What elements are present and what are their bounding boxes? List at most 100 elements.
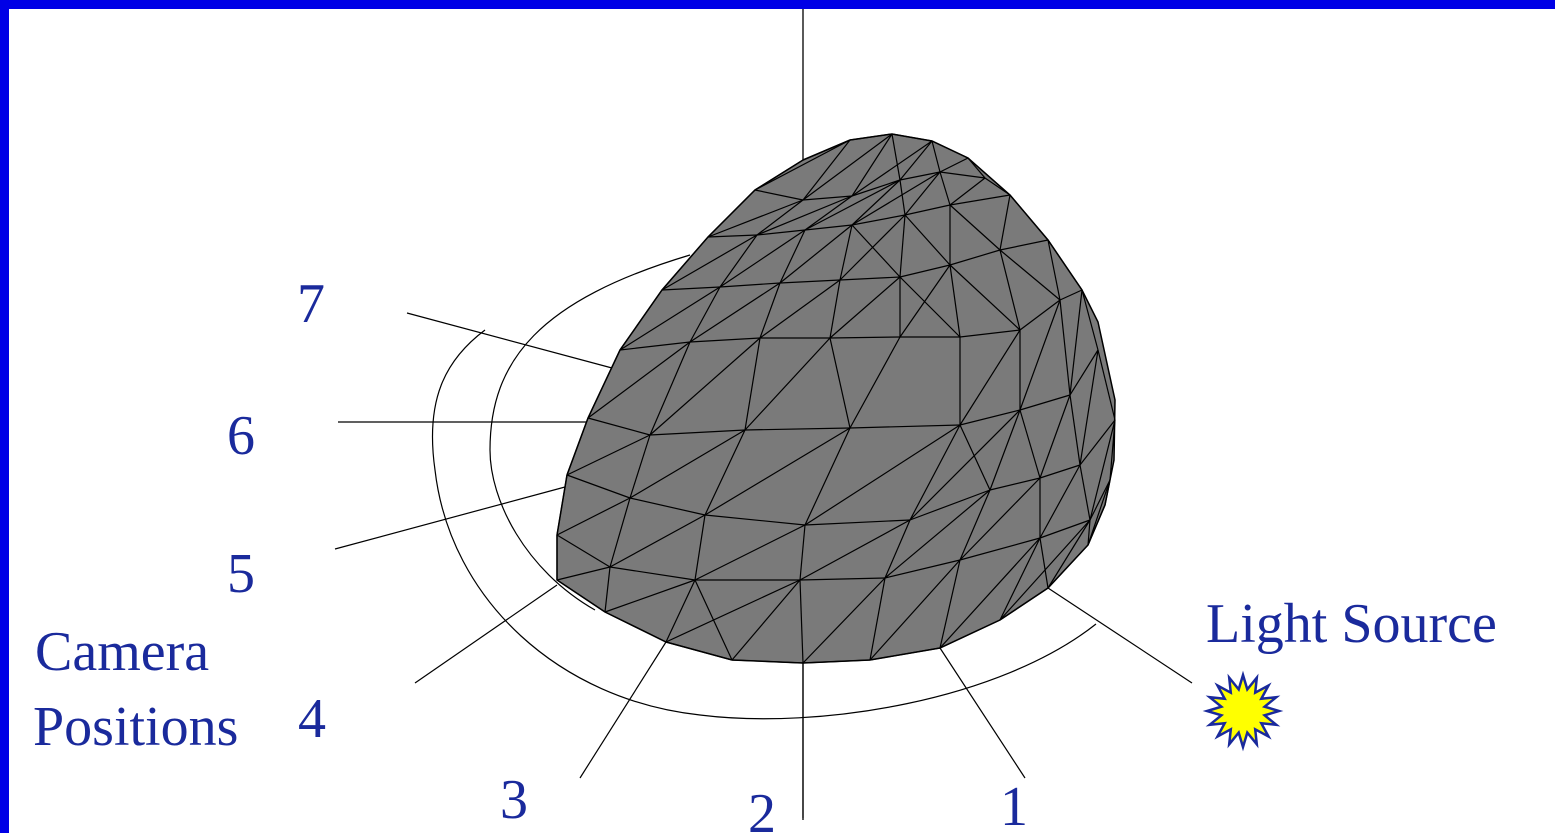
mesh-edge (967, 157, 986, 179)
mesh-edge (619, 289, 663, 351)
mesh-edge (851, 179, 901, 226)
mesh-edge (731, 659, 804, 664)
camera-ray-1 (939, 647, 1026, 779)
mesh-edge (587, 417, 651, 436)
mesh-edge (891, 133, 933, 142)
mesh-edge (799, 577, 886, 581)
mesh-edge (899, 140, 933, 181)
mesh-edge (999, 239, 1049, 251)
mesh-edge (1089, 479, 1111, 521)
mesh-edge (959, 329, 1021, 426)
mesh-edge (609, 514, 706, 568)
mesh-edge (851, 224, 901, 278)
mesh-edge (1047, 239, 1061, 301)
mesh-edge (829, 336, 901, 339)
mesh-edge (804, 224, 853, 231)
mesh-edge (909, 489, 991, 521)
mesh-edge (1097, 349, 1116, 421)
mesh-edge (802, 139, 851, 161)
mesh-edge (851, 140, 933, 197)
mesh-edge (899, 264, 951, 338)
mesh-edge (556, 566, 611, 581)
camera-position-label-4: 4 (298, 688, 326, 750)
mesh-edge (1039, 464, 1081, 539)
mesh-edge (829, 279, 841, 339)
mesh-edge (984, 177, 1011, 196)
mesh-edge (1081, 289, 1099, 351)
mesh-edge (804, 179, 901, 231)
mesh-edge (665, 579, 801, 643)
mesh-edge (989, 477, 1041, 491)
mesh-edge (799, 524, 806, 581)
mesh-edge (884, 519, 911, 579)
mesh-edge (802, 577, 886, 664)
mesh-edge (1109, 419, 1116, 481)
mesh-edge (949, 249, 1001, 266)
mesh-edge (949, 204, 1001, 251)
camera-ray-3 (579, 641, 667, 779)
mesh-edge (1059, 299, 1071, 396)
mesh-edge (1039, 537, 1049, 589)
mesh-edge (1069, 349, 1099, 396)
mesh-edge (1079, 419, 1116, 466)
mesh-edge (802, 195, 853, 201)
mesh-edge (1089, 419, 1116, 521)
mesh-edge (1019, 409, 1041, 479)
mesh-edge (1019, 299, 1061, 331)
mesh-edge (649, 341, 691, 436)
mesh-edge (891, 133, 901, 181)
mesh-edge (849, 133, 893, 141)
mesh-edge (904, 204, 951, 216)
mesh-edge (999, 249, 1021, 331)
mesh-edge (1039, 519, 1091, 539)
mesh-edge (1019, 299, 1061, 411)
mesh-edge (851, 179, 901, 197)
mesh-edge (649, 429, 746, 436)
mesh-edge (744, 427, 851, 431)
mesh-edge (899, 214, 906, 278)
mesh-edge (779, 279, 841, 284)
mesh-edge (1079, 464, 1091, 521)
mesh-edge (719, 282, 781, 288)
light-ray (1047, 587, 1193, 684)
mesh-edge (556, 579, 606, 613)
mesh-edge (704, 429, 746, 516)
outer-orbit-ring (431, 329, 1097, 720)
mesh-edge (959, 489, 991, 561)
mesh-edge (1087, 519, 1091, 546)
mesh-edge (759, 279, 841, 339)
mesh-edge (939, 157, 969, 173)
mesh-edge (899, 179, 906, 216)
mesh-edge (999, 587, 1049, 621)
mesh-edge (909, 409, 1021, 521)
mesh-edge (939, 171, 986, 179)
camera-positions-caption-line1: Camera (35, 621, 209, 683)
mesh-edge (629, 434, 651, 499)
camera-positions-caption-line2: Positions (33, 696, 238, 758)
sun-icon (1202, 670, 1284, 752)
mesh-edge (939, 171, 951, 206)
mesh-edge (884, 559, 961, 579)
mesh-edge (744, 337, 831, 431)
mesh-edge (629, 429, 746, 499)
mesh-edge (707, 234, 758, 238)
mesh-edge (1069, 289, 1083, 396)
mesh-edge (839, 276, 901, 281)
mesh-edge (754, 159, 804, 191)
mesh-edge (609, 497, 631, 568)
mesh-edge (1079, 349, 1099, 466)
mesh-edge (931, 140, 941, 173)
mesh-edge (756, 229, 806, 236)
mesh-edge (849, 336, 901, 429)
mesh-edge (849, 424, 961, 429)
mesh-edge (931, 140, 969, 159)
mesh-edge (556, 534, 611, 568)
mesh-edge (959, 477, 1041, 561)
mesh-edge (609, 566, 696, 581)
mesh-edge (1069, 394, 1081, 466)
mesh-edge (939, 619, 1001, 649)
mesh-edge (719, 229, 806, 288)
mesh-edge (661, 236, 709, 291)
mesh-edge (939, 559, 961, 649)
mesh-edge (959, 537, 1041, 561)
